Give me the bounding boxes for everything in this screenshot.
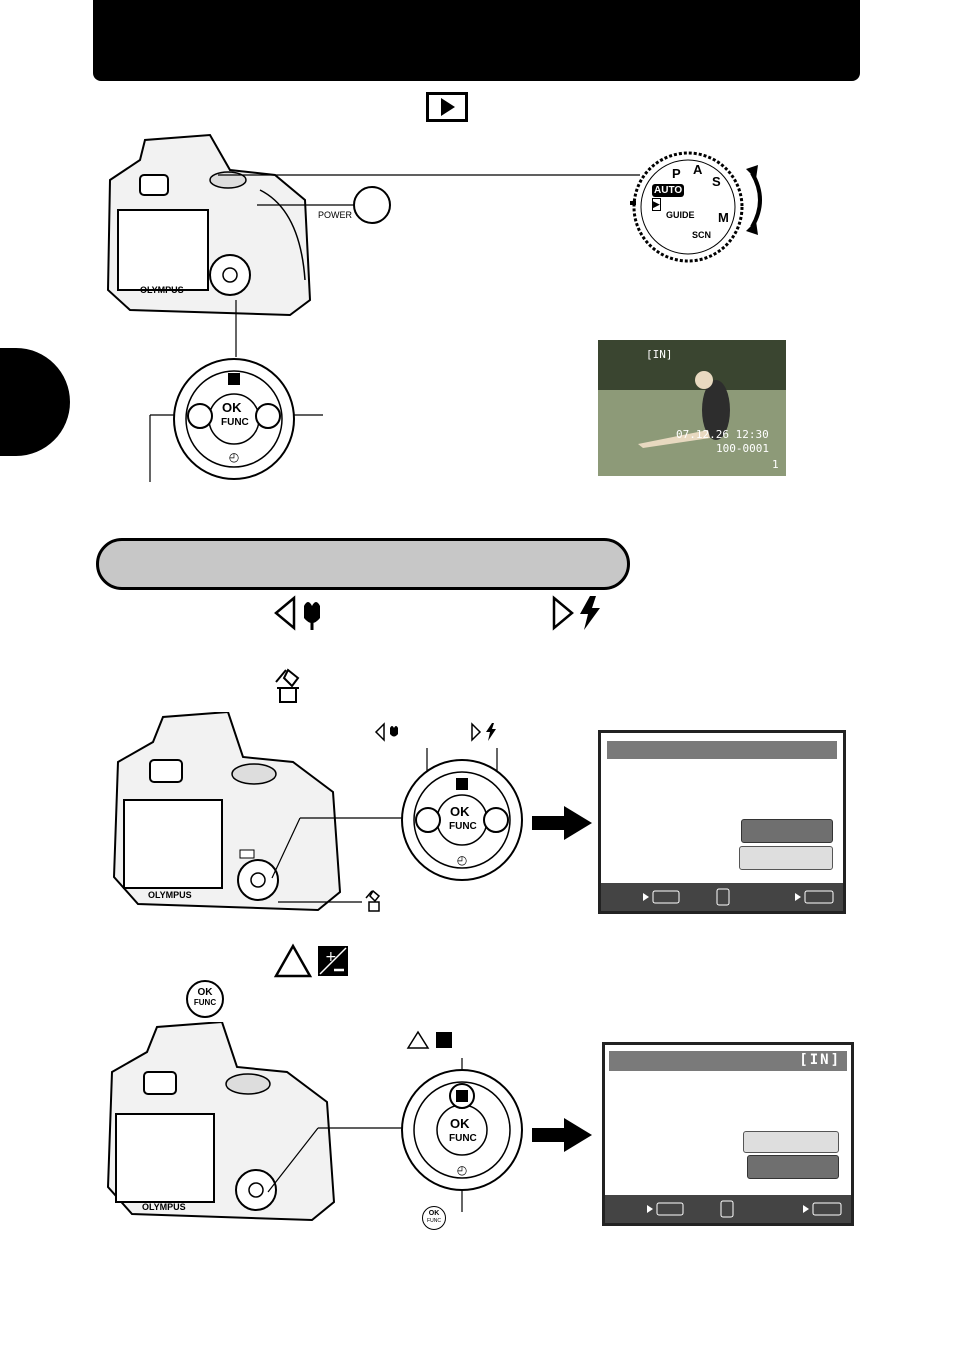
ok-func-small-ok: OK xyxy=(428,1210,440,1217)
camera-illustration-bottom: OLYMPUS xyxy=(102,1020,342,1222)
lcd-middle-header xyxy=(607,741,837,759)
svg-text:◴: ◴ xyxy=(457,853,468,867)
right-flash-icon xyxy=(552,595,600,631)
right-flash-icon-small xyxy=(471,722,496,742)
lcd-middle-option-2[interactable] xyxy=(739,846,833,870)
dpad-middle[interactable]: ◴ OK FUNC xyxy=(400,758,524,882)
camera-brand-top: OLYMPUS xyxy=(140,285,184,295)
power-label: POWER xyxy=(318,210,353,220)
lcd-middle-option-1[interactable] xyxy=(741,819,833,843)
camera-illustration-middle: OLYMPUS xyxy=(108,710,348,912)
dial-label-m: M xyxy=(718,210,729,225)
dial-label-scn: SCN xyxy=(692,230,712,240)
erase-icon xyxy=(275,668,300,703)
photo-file-no: 100-0001 xyxy=(716,442,769,455)
up-exposure-icon: + xyxy=(273,943,348,978)
lcd-screen-bottom: [IN] xyxy=(602,1042,854,1226)
dpad-func-label: FUNC xyxy=(221,417,249,428)
dpad-large-top[interactable]: ◴ OK FUNC xyxy=(172,357,296,481)
dial-label-a: A xyxy=(693,162,703,177)
lcd-bottom-option-1[interactable] xyxy=(743,1131,839,1153)
svg-text:+: + xyxy=(325,949,337,965)
lcd-bottom-option-2[interactable] xyxy=(747,1155,839,1179)
up-exposure-icon-small xyxy=(406,1030,452,1049)
photo-memory: [IN] xyxy=(646,348,673,361)
mode-dial[interactable]: P A S M AUTO GUIDE SCN ▶ xyxy=(622,150,750,265)
left-macro-icon-small xyxy=(374,722,398,742)
lcd-bottom-footer xyxy=(605,1195,851,1223)
dial-label-auto: AUTO xyxy=(652,184,685,197)
right-arrow-icon-bottom xyxy=(532,1118,592,1152)
lcd-bottom-memory: [IN] xyxy=(799,1052,841,1068)
ok-func-icon-ok: OK xyxy=(197,987,213,998)
left-macro-icon xyxy=(274,595,320,631)
dpad-bottom[interactable]: ◴ OK FUNC xyxy=(400,1068,524,1192)
ok-func-icon-func: FUNC xyxy=(193,998,217,1007)
sample-photo: [IN] 07.12.26 12:30 100-0001 1 xyxy=(598,340,786,476)
section-heading-bar xyxy=(96,538,630,590)
photo-datetime: 07.12.26 12:30 xyxy=(676,428,769,441)
dial-label-guide: GUIDE xyxy=(666,210,695,220)
erase-icon-small xyxy=(365,890,381,912)
svg-text:◴: ◴ xyxy=(457,1163,468,1177)
dpad-bottom-func: FUNC xyxy=(449,1133,477,1144)
dial-label-playback: ▶ xyxy=(652,198,661,211)
ok-func-small-func: FUNC xyxy=(427,1218,441,1224)
dial-label-p: P xyxy=(672,166,681,181)
ok-func-icon-small: OK FUNC xyxy=(422,1206,446,1230)
lcd-screen-middle xyxy=(598,730,846,914)
dpad-middle-ok: OK xyxy=(450,804,470,819)
dpad-ok-label: OK xyxy=(222,400,242,415)
camera-illustration-top: OLYMPUS xyxy=(100,130,320,320)
photo-frame-no: 1 xyxy=(772,458,779,471)
dial-label-s: S xyxy=(712,174,721,189)
camera-brand-middle: OLYMPUS xyxy=(148,890,192,900)
svg-text:◴: ◴ xyxy=(229,450,240,464)
camera-brand-bottom: OLYMPUS xyxy=(142,1202,186,1212)
callout-lines-top xyxy=(149,174,640,482)
title-bar xyxy=(93,0,860,81)
lcd-bottom-header: [IN] xyxy=(609,1051,847,1071)
playback-icon xyxy=(426,92,468,122)
rotate-arrow-icon xyxy=(746,165,762,235)
lcd-middle-footer xyxy=(601,883,843,911)
power-button[interactable] xyxy=(353,186,391,224)
dpad-bottom-ok: OK xyxy=(450,1116,470,1131)
ok-func-button-icon: OK FUNC xyxy=(186,980,224,1018)
right-arrow-icon xyxy=(532,806,592,840)
dpad-middle-func: FUNC xyxy=(449,821,477,832)
